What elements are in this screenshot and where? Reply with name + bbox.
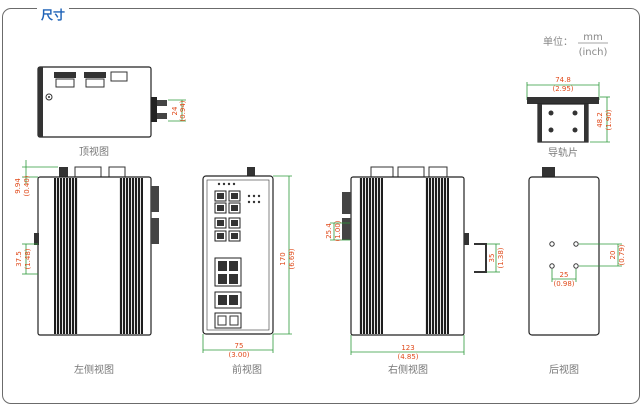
dim-back-25-inch: (0.98)	[553, 280, 574, 288]
dim-back-20: 20	[609, 251, 617, 260]
rail-view: 74.8 (2.95) 48.2 (1.90) 导轨片	[526, 76, 613, 159]
unit-inch: (inch)	[579, 47, 608, 58]
unit-prefix: 单位：	[543, 35, 573, 48]
label-left-view: 左侧视图	[74, 363, 114, 376]
dim-right-123: 123	[401, 344, 414, 352]
back-view: 20 (0.79) 25 (0.98) 后视图	[528, 167, 626, 376]
dim-right-35: 35	[488, 254, 496, 263]
dim-left-994-inch: (0.40)	[23, 175, 31, 196]
dim-front-75: 75	[235, 342, 244, 350]
section-title: 尺寸	[37, 8, 70, 22]
dim-top-24-inch: (0.94)	[179, 100, 187, 121]
label-top-view: 顶视图	[79, 145, 109, 158]
dim-right-254-inch: (1.00)	[334, 220, 342, 241]
dim-back-20-inch: (0.79)	[618, 244, 626, 265]
dim-right-35-inch: (1.38)	[497, 247, 505, 268]
label-right-view: 右侧视图	[388, 363, 428, 376]
label-rail: 导轨片	[548, 146, 578, 159]
unit-mm: mm	[583, 32, 602, 43]
unit-label: 单位： mm (inch)	[543, 32, 608, 58]
dimensions-frame: 尺寸	[2, 8, 640, 404]
right-side-view: 25.4 (1.00) 35 (1.38) 123 (4.85) 右侧视图	[325, 166, 505, 376]
dim-rail-height-inch: (1.90)	[605, 109, 613, 130]
dim-front-170: 170	[279, 252, 287, 265]
label-back-view: 后视图	[549, 363, 579, 376]
dim-rail-width: 74.8	[555, 76, 571, 84]
dim-rail-width-inch: (2.95)	[552, 85, 573, 93]
front-view: 170 (6.69) 75 (3.00) 前视图	[202, 167, 296, 376]
dim-top-24: 24	[171, 106, 179, 115]
dim-right-123-inch: (4.85)	[397, 353, 418, 361]
dim-left-375-inch: (1.48)	[24, 248, 32, 269]
dim-left-994: 9.94	[14, 178, 22, 194]
label-front-view: 前视图	[232, 363, 262, 376]
dim-front-75-inch: (3.00)	[228, 351, 249, 359]
left-side-view: 9.94 (0.40) 37.5 (1.48) 左侧视图	[14, 160, 159, 376]
dim-rail-height: 48.2	[596, 112, 604, 128]
dim-back-25: 25	[560, 271, 569, 279]
dim-left-375: 37.5	[15, 251, 23, 267]
top-view: 24 (0.94) 顶视图	[37, 66, 187, 158]
dim-front-170-inch: (6.69)	[288, 248, 296, 269]
dim-right-254: 25.4	[325, 223, 333, 239]
